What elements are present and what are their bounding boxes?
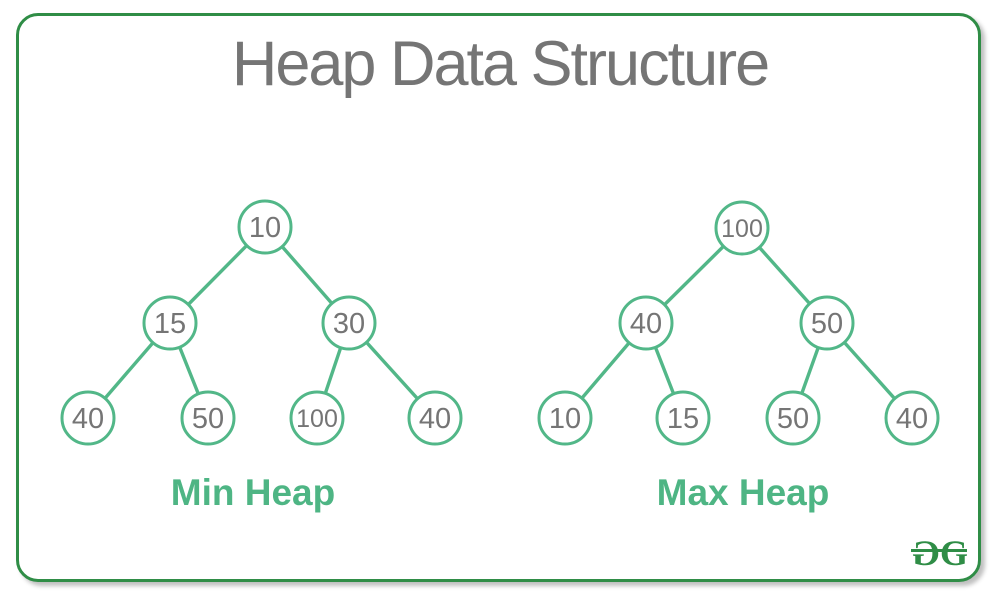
tree-node-circle bbox=[60, 390, 116, 446]
tree-node-value: 50 bbox=[811, 308, 843, 340]
tree-node-value: 40 bbox=[72, 403, 104, 435]
tree-node-value: 10 bbox=[549, 403, 581, 435]
page-title: Heap Data Structure bbox=[231, 29, 770, 99]
tree-node-circle bbox=[237, 199, 293, 255]
tree-node-circle bbox=[289, 390, 345, 446]
tree-node-value: 50 bbox=[777, 403, 809, 435]
tree-node-value: 100 bbox=[721, 215, 763, 243]
tree-node-value: 100 bbox=[296, 405, 338, 433]
tree-node-circle bbox=[655, 390, 711, 446]
tree-node-value: 30 bbox=[333, 308, 365, 340]
tree-node-circle bbox=[884, 390, 940, 446]
tree-node-value: 15 bbox=[667, 403, 699, 435]
tree-node-value: 40 bbox=[419, 403, 451, 435]
tree-node-circle bbox=[180, 390, 236, 446]
logo-crossbar bbox=[911, 549, 967, 552]
geeksforgeeks-logo: GG bbox=[911, 533, 968, 573]
tree-node-circle bbox=[714, 200, 770, 256]
tree-node-circle bbox=[537, 390, 593, 446]
tree-node-value: 40 bbox=[896, 403, 928, 435]
logo-g-glyph: G bbox=[940, 533, 968, 573]
tree-node-circle bbox=[618, 295, 674, 351]
tree-node-value: 40 bbox=[630, 308, 662, 340]
tree-node-circle bbox=[799, 295, 855, 351]
tree-node-value: 10 bbox=[249, 212, 281, 244]
logo-g-mirrored-glyph: G bbox=[913, 533, 940, 573]
min-heap-label: Min Heap bbox=[170, 472, 336, 513]
tree-node-circle bbox=[765, 390, 821, 446]
tree-node-circle bbox=[407, 390, 463, 446]
tree-node-value: 50 bbox=[192, 403, 224, 435]
tree-node-value: 15 bbox=[154, 308, 186, 340]
max-heap-label: Max Heap bbox=[656, 472, 830, 513]
tree-node-circle bbox=[321, 295, 377, 351]
tree-node-circle bbox=[142, 295, 198, 351]
